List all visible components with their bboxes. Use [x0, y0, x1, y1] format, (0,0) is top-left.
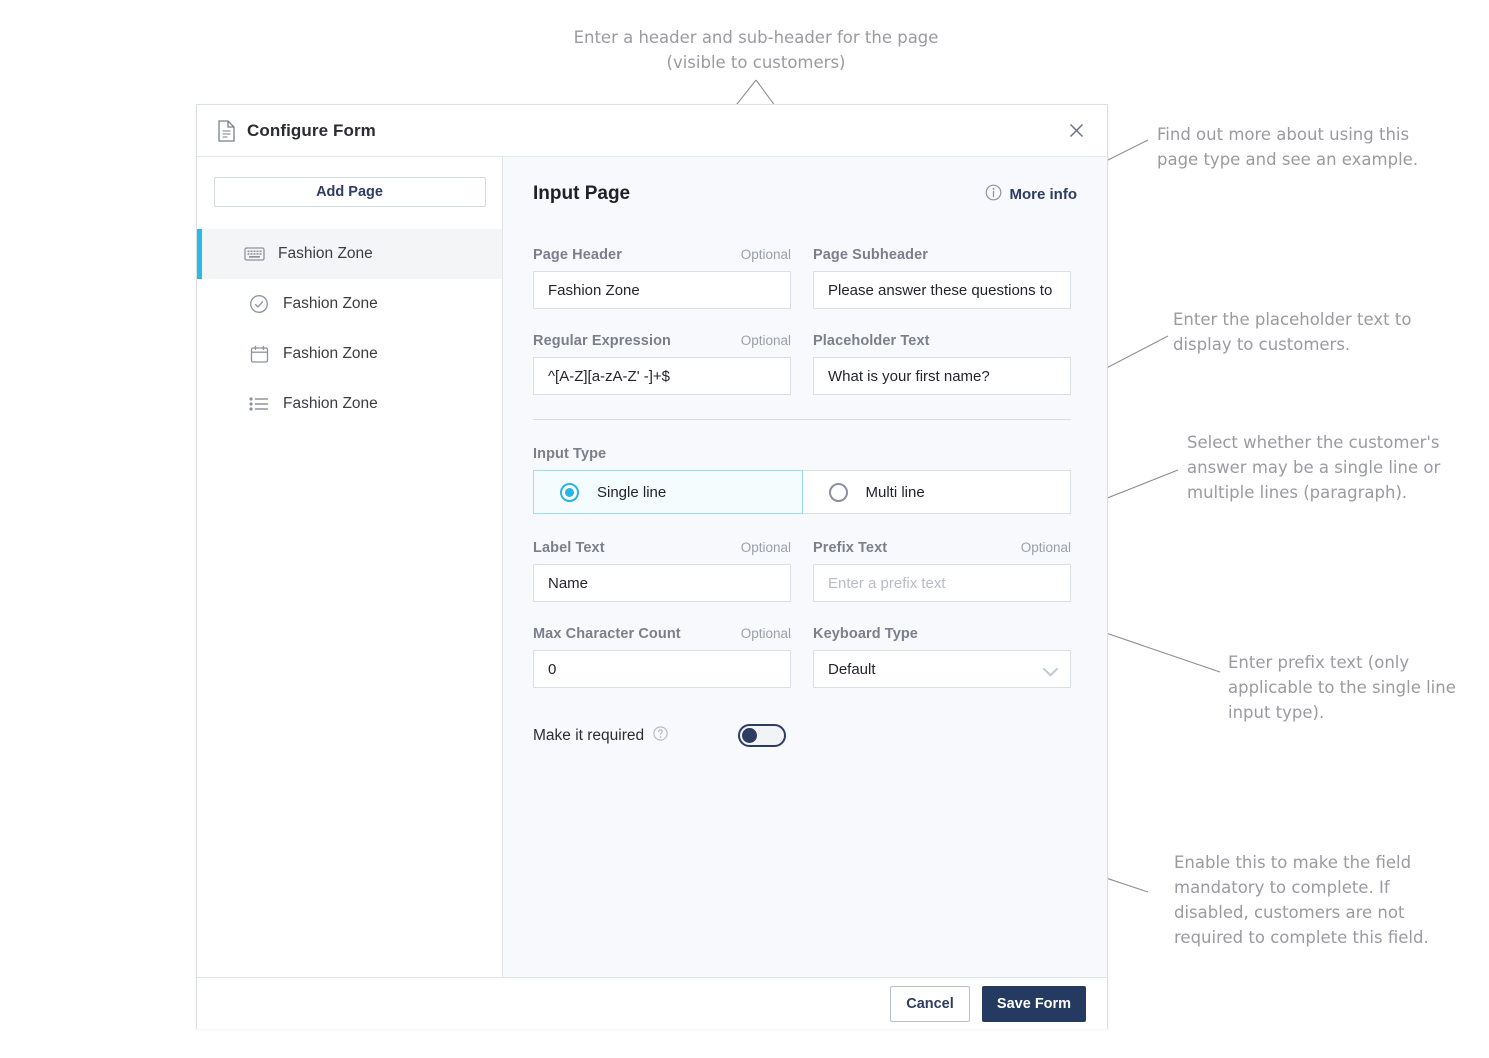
- more-info-label: More info: [1009, 185, 1078, 203]
- field-keyboard-type: Keyboard Type: [813, 626, 1071, 688]
- dialog-body: Add Page: [197, 157, 1107, 977]
- radio-icon-unselected: [828, 482, 848, 502]
- required-toggle-row: Make it required: [533, 724, 1077, 747]
- field-row-2: Regular Expression Optional Placeholder …: [533, 333, 1077, 395]
- field-row-1: Page Header Optional Page Subheader: [533, 247, 1077, 309]
- optional-badge: Optional: [740, 333, 791, 348]
- regular-expression-input[interactable]: [533, 357, 791, 395]
- annotation-more-info: Find out more about using this page type…: [1157, 125, 1419, 169]
- sidebar-item-label: Fashion Zone: [283, 345, 378, 362]
- more-info-button[interactable]: More info: [985, 184, 1078, 205]
- field-label: Page Subheader: [813, 247, 929, 263]
- input-type-label: Input Type: [533, 446, 607, 462]
- list-icon: [248, 393, 270, 415]
- label-text-input[interactable]: [533, 564, 791, 602]
- pages-sidebar: Add Page: [197, 157, 503, 977]
- add-page-button[interactable]: Add Page: [213, 177, 486, 207]
- field-label: Prefix Text: [813, 540, 888, 556]
- field-label: Placeholder Text: [813, 333, 930, 349]
- make-it-required-label: Make it required: [533, 726, 645, 744]
- annotation-input-type: Select whether the customer's answer may…: [1187, 433, 1441, 502]
- radio-label: Single line: [597, 483, 667, 501]
- close-icon[interactable]: [1063, 118, 1089, 144]
- field-row-4: Max Character Count Optional Keyboard Ty…: [533, 626, 1077, 688]
- annotation-required: Enable this to make the field mandatory …: [1174, 853, 1429, 947]
- field-label: Keyboard Type: [813, 626, 918, 642]
- dialog-footer: Cancel Save Form: [197, 977, 1107, 1029]
- radio-option-multi-line[interactable]: Multi line: [802, 470, 1071, 514]
- input-type-radio-group: Single line Multi line: [533, 470, 1071, 514]
- field-label: Page Header: [533, 247, 622, 263]
- field-label: Max Character Count: [533, 626, 681, 642]
- check-circle-icon: [248, 293, 270, 315]
- page-subheader-input[interactable]: [813, 271, 1071, 309]
- pane-title: Input Page: [533, 183, 631, 204]
- optional-badge: Optional: [740, 540, 791, 555]
- sidebar-item-page-3[interactable]: Fashion Zone: [197, 329, 502, 379]
- placeholder-text-input[interactable]: [813, 357, 1071, 395]
- radio-option-single-line[interactable]: Single line: [533, 470, 803, 514]
- sidebar-item-label: Fashion Zone: [283, 395, 378, 412]
- field-placeholder-text: Placeholder Text: [813, 333, 1071, 395]
- page-title: Configure Form: [247, 120, 376, 140]
- section-divider: [533, 419, 1071, 420]
- radio-label: Multi line: [865, 483, 925, 501]
- annotation-placeholder: Enter the placeholder text to display to…: [1173, 310, 1412, 354]
- keyboard-type-select-wrap: [813, 650, 1071, 688]
- field-page-subheader: Page Subheader: [813, 247, 1071, 309]
- field-label-text: Label Text Optional: [533, 540, 791, 602]
- help-circle-icon[interactable]: [653, 725, 668, 746]
- sidebar-item-page-1[interactable]: Fashion Zone: [197, 229, 502, 279]
- configure-form-dialog: Configure Form Add Page: [196, 104, 1108, 1029]
- calendar-icon: [248, 343, 270, 365]
- annotation-header-subheader: Enter a header and sub-header for the pa…: [573, 28, 939, 72]
- save-form-button[interactable]: Save Form: [982, 985, 1086, 1022]
- document-icon: [217, 119, 236, 142]
- pane-header: Input Page More info: [533, 183, 1077, 205]
- field-page-header: Page Header Optional: [533, 247, 791, 309]
- sidebar-item-page-4[interactable]: Fashion Zone: [197, 379, 502, 429]
- field-max-character-count: Max Character Count Optional: [533, 626, 791, 688]
- prefix-text-input[interactable]: [813, 564, 1071, 602]
- optional-badge: Optional: [740, 626, 791, 641]
- keyboard-icon: [243, 243, 265, 265]
- sidebar-item-page-2[interactable]: Fashion Zone: [197, 279, 502, 329]
- info-circle-icon: [985, 184, 1002, 205]
- input-type-section: Input Type Single line Multi line: [533, 446, 1077, 514]
- make-it-required-toggle[interactable]: [738, 724, 787, 747]
- field-prefix-text: Prefix Text Optional: [813, 540, 1071, 602]
- cancel-button[interactable]: Cancel: [890, 985, 970, 1022]
- optional-badge: Optional: [740, 247, 791, 262]
- keyboard-type-select[interactable]: [813, 650, 1071, 688]
- sidebar-item-label: Fashion Zone: [283, 295, 378, 312]
- field-label: Label Text: [533, 540, 605, 556]
- annotation-prefix: Enter prefix text (only applicable to th…: [1228, 653, 1456, 722]
- toggle-knob: [742, 728, 758, 743]
- dialog-header: Configure Form: [197, 105, 1107, 157]
- sidebar-item-label: Fashion Zone: [278, 245, 373, 262]
- field-regular-expression: Regular Expression Optional: [533, 333, 791, 395]
- field-row-3: Label Text Optional Prefix Text Optional: [533, 540, 1077, 602]
- input-page-pane: Input Page More info: [503, 157, 1107, 977]
- field-label: Regular Expression: [533, 333, 671, 349]
- max-character-count-input[interactable]: [533, 650, 791, 688]
- radio-icon-selected: [560, 482, 579, 502]
- page-header-input[interactable]: [533, 271, 791, 309]
- optional-badge: Optional: [1020, 540, 1071, 555]
